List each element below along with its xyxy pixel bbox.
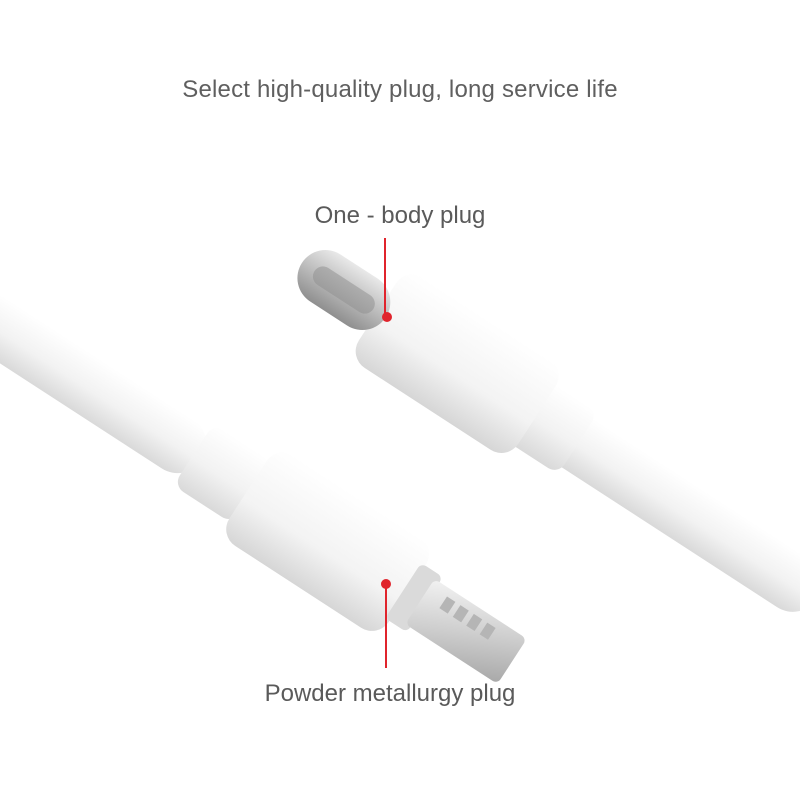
lightning-cable-wire [0, 283, 207, 474]
lightning-pin-1 [439, 596, 456, 614]
callout-one-body-plug: One - body plug [314, 202, 486, 229]
lightning-cable [0, 283, 525, 682]
lightning-plug-housing [226, 452, 430, 631]
usb-c-cable [297, 250, 800, 612]
lightning-plug-tip [407, 581, 525, 682]
callout-dot-top [382, 312, 392, 322]
usb-c-plug-housing [355, 274, 559, 453]
headline: Select high-quality plug, long service l… [182, 76, 618, 103]
lightning-pin-2 [452, 605, 469, 623]
usb-c-port-slot [312, 266, 375, 314]
callout-powder-metallurgy-plug: Powder metallurgy plug [264, 680, 516, 707]
callout-dot-bottom [381, 579, 391, 589]
lightning-pin-4 [479, 622, 496, 640]
callout-line-top [382, 238, 392, 322]
lightning-plug-collar [387, 565, 441, 631]
usb-c-cable-wire [535, 405, 800, 612]
callout-line-bottom [381, 579, 391, 668]
lightning-pin-3 [466, 613, 483, 632]
